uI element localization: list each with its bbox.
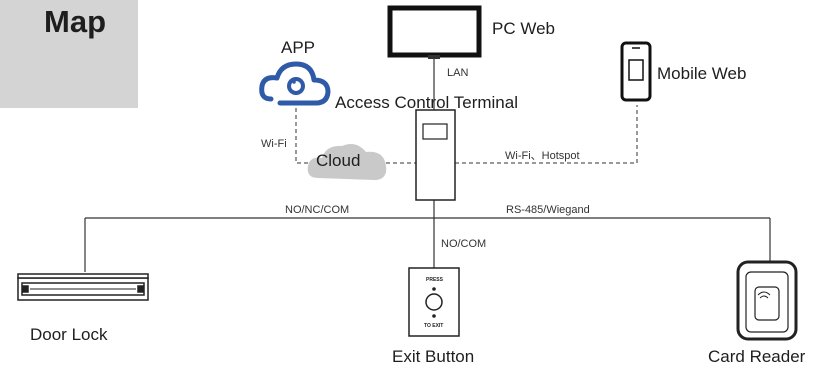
exit-button-to-exit-text: TO EXIT xyxy=(424,323,444,329)
rs485-wiegand-link-label: RS-485/Wiegand xyxy=(506,204,590,216)
no-nc-com-link-label: NO/NC/COM xyxy=(285,204,350,216)
smartphone-icon xyxy=(620,41,652,102)
wifi-hotspot-link-line xyxy=(455,105,638,164)
card-reader-label: Card Reader xyxy=(708,347,806,366)
mobile-web-label: Mobile Web xyxy=(657,64,747,83)
exit-button-label: Exit Button xyxy=(392,347,475,366)
exit-button-icon xyxy=(408,267,460,337)
title-block: Map xyxy=(0,0,138,108)
app-cloud-icon xyxy=(259,61,331,106)
wifi-hotspot-link-label: Wi-Fi、Hotspot xyxy=(505,150,580,162)
door-lock-icon xyxy=(17,273,149,301)
wifi-link-line xyxy=(295,108,312,164)
wifi-link-label: Wi-Fi xyxy=(261,138,287,150)
pc-web-label: PC Web xyxy=(492,19,555,38)
lan-link-label: LAN xyxy=(447,67,469,79)
app-label: APP xyxy=(281,38,316,57)
page-title: Map xyxy=(44,4,106,39)
door-lock-label: Door Lock xyxy=(30,325,108,344)
terminal-icon xyxy=(415,109,456,201)
card-reader-icon xyxy=(736,260,798,341)
exit-button-press-text: PRESS xyxy=(426,277,443,283)
monitor-icon xyxy=(387,5,482,59)
no-com-link-label: NO/COM xyxy=(441,238,487,250)
cloud-label: Cloud xyxy=(316,151,361,170)
terminal-label: Access Control Terminal xyxy=(335,93,518,112)
cloud-icon xyxy=(307,144,387,180)
